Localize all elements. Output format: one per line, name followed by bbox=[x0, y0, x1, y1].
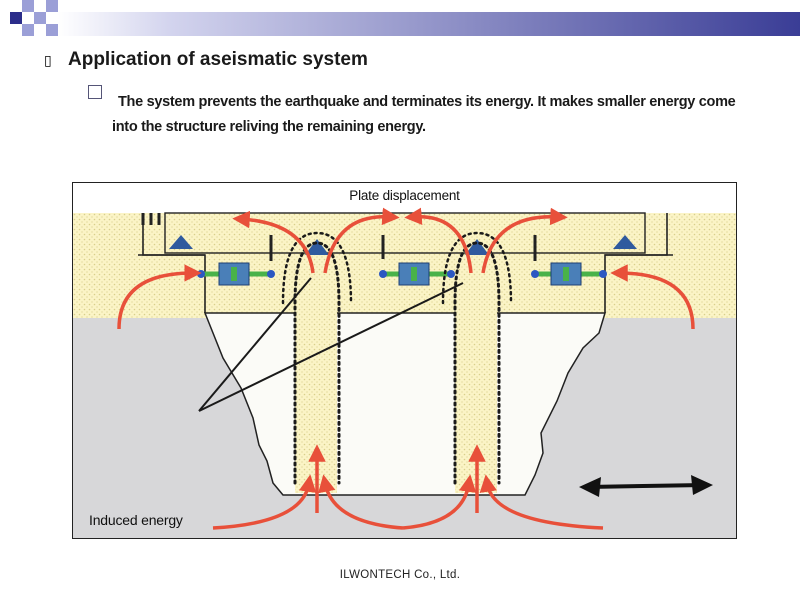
double-arrow-icon bbox=[579, 475, 713, 497]
induced-energy-label: Induced energy bbox=[89, 512, 183, 528]
induced-energy-arrows bbox=[117, 207, 695, 530]
sub-bullet-text: The system prevents the earthquake and t… bbox=[112, 94, 736, 135]
energy-streamlines bbox=[281, 231, 513, 485]
header-band bbox=[9, 0, 800, 36]
damper-left bbox=[197, 262, 275, 286]
header-squares bbox=[9, 0, 58, 36]
footer-company: ILWONTECH Co., Ltd. bbox=[339, 569, 461, 581]
pointer-lines bbox=[198, 277, 464, 412]
aseismatic-diagram: Plate displacement Induced energy bbox=[72, 182, 737, 539]
structure-slab bbox=[164, 212, 646, 254]
structure-ribs bbox=[141, 213, 537, 261]
bullet-icon: ▯ bbox=[44, 53, 52, 69]
slide-heading: Application of aseismatic system bbox=[68, 49, 368, 70]
damper-right bbox=[531, 262, 607, 286]
hollow-square-bullet-icon bbox=[88, 85, 102, 99]
plate-displacement-label: Plate displacement bbox=[349, 188, 460, 203]
damper-center bbox=[379, 262, 455, 286]
bearing-icons bbox=[169, 235, 637, 255]
